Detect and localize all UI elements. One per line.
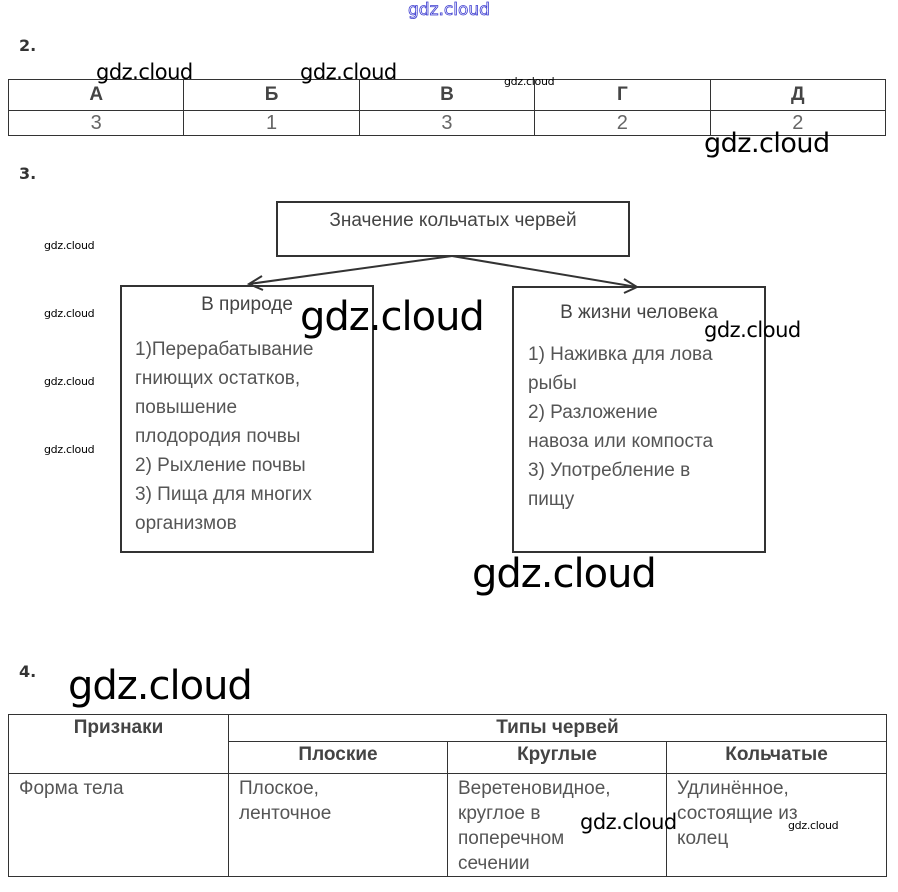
list-item: 2) Рыхление почвы: [135, 455, 306, 476]
task-2-number: 2.: [19, 36, 37, 55]
task-3-number: 3.: [19, 164, 37, 183]
header-annelids: Кольчатые: [665, 741, 888, 774]
cell-line: Удлинённое,: [677, 778, 789, 799]
list-item: повышение: [135, 397, 238, 418]
arrowhead-left: [246, 275, 264, 291]
root-concept-box: Значение кольчатых червей: [276, 201, 630, 257]
value-cell-b: 1: [183, 110, 360, 136]
cell-line: поперечном: [458, 828, 565, 849]
cell-roundworms-body-shape: Веретеновидное, круглое в поперечном сеч…: [447, 773, 667, 877]
header-flatworms: Плоские: [228, 741, 448, 774]
table-row: Форма тела Плоское, ленточное Веретенови…: [8, 773, 888, 877]
watermark-top: gdz.cloud: [408, 0, 491, 20]
header-roundworms: Круглые: [447, 741, 667, 774]
root-concept-title: Значение кольчатых червей: [329, 210, 577, 231]
watermark: gdz.cloud: [580, 810, 677, 834]
nature-branch-list: 1)Перерабатывание гниющих остатков, повы…: [135, 335, 372, 538]
task-4-number: 4.: [19, 662, 37, 681]
list-item: 1)Перерабатывание: [135, 339, 314, 360]
list-item: навоза или компоста: [528, 431, 714, 452]
sign-body-shape: Форма тела: [8, 773, 229, 877]
watermark: gdz.cloud: [504, 75, 555, 88]
watermark: gdz.cloud: [300, 294, 485, 340]
cell-flatworms-body-shape: Плоское, ленточное: [228, 773, 448, 877]
watermark: gdz.cloud: [44, 443, 95, 456]
list-item: плодородия почвы: [135, 426, 301, 447]
list-item: 3) Употребление в: [528, 460, 691, 481]
human-branch-box: В жизни человека 1) Наживка для лова рыб…: [512, 286, 766, 553]
header-cell-g: Г: [534, 79, 711, 111]
watermark: gdz.cloud: [788, 819, 839, 832]
list-item: гниющих остатков,: [135, 368, 301, 389]
header-cell-d: Д: [709, 79, 887, 111]
cell-line: колец: [677, 828, 729, 849]
value-cell-v: 3: [358, 110, 536, 136]
watermark: gdz.cloud: [44, 239, 95, 252]
table-header-row: Признаки Типы червей: [8, 714, 888, 774]
table-subheader-row: Плоские Круглые Кольчатые: [9, 741, 888, 774]
arrow-to-human: [451, 255, 638, 288]
value-cell-g: 2: [534, 110, 711, 136]
cell-line: ленточное: [239, 803, 332, 824]
cell-line: Веретеновидное,: [458, 778, 611, 799]
watermark: gdz.cloud: [96, 60, 193, 84]
watermark: gdz.cloud: [44, 375, 95, 388]
human-branch-list: 1) Наживка для лова рыбы 2) Разложение н…: [528, 340, 764, 514]
cell-line: Плоское,: [239, 778, 319, 799]
header-worm-types: Типы червей: [227, 714, 888, 742]
table-value-row: 3 1 3 2 2: [7, 110, 887, 136]
cell-annelids-body-shape: Удлинённое, состоящие из колец: [665, 773, 888, 877]
watermark: gdz.cloud: [68, 663, 253, 709]
cell-line: круглое в: [458, 803, 541, 824]
watermark: gdz.cloud: [300, 60, 397, 84]
list-item: организмов: [135, 513, 237, 534]
list-item: 2) Разложение: [528, 402, 658, 423]
watermark: gdz.cloud: [472, 551, 657, 597]
task-2-answer-table: А Б В Г Д 3 1 3 2 2: [7, 79, 887, 136]
value-cell-d: 2: [709, 110, 887, 136]
cell-line: состоящие из: [677, 803, 798, 824]
table-header-row: А Б В Г Д: [7, 79, 887, 111]
cell-line: сечении: [458, 853, 530, 874]
human-branch-title: В жизни человека: [560, 302, 718, 323]
nature-branch-title: В природе: [201, 294, 293, 315]
watermark: gdz.cloud: [704, 128, 830, 159]
value-cell-a: 3: [7, 110, 185, 136]
list-item: пищу: [528, 489, 575, 510]
arrow-to-nature: [248, 255, 453, 285]
list-item: 3) Пища для многих: [135, 484, 312, 505]
nature-branch-box: В природе 1)Перерабатывание гниющих оста…: [120, 285, 374, 553]
list-item: рыбы: [528, 373, 577, 394]
task-4-comparison-table: Признаки Типы червей Плоские Круглые Кол…: [8, 714, 888, 877]
header-signs: Признаки: [8, 714, 229, 774]
watermark: gdz.cloud: [704, 318, 801, 342]
list-item: 1) Наживка для лова: [528, 344, 713, 365]
watermark: gdz.cloud: [44, 307, 95, 320]
